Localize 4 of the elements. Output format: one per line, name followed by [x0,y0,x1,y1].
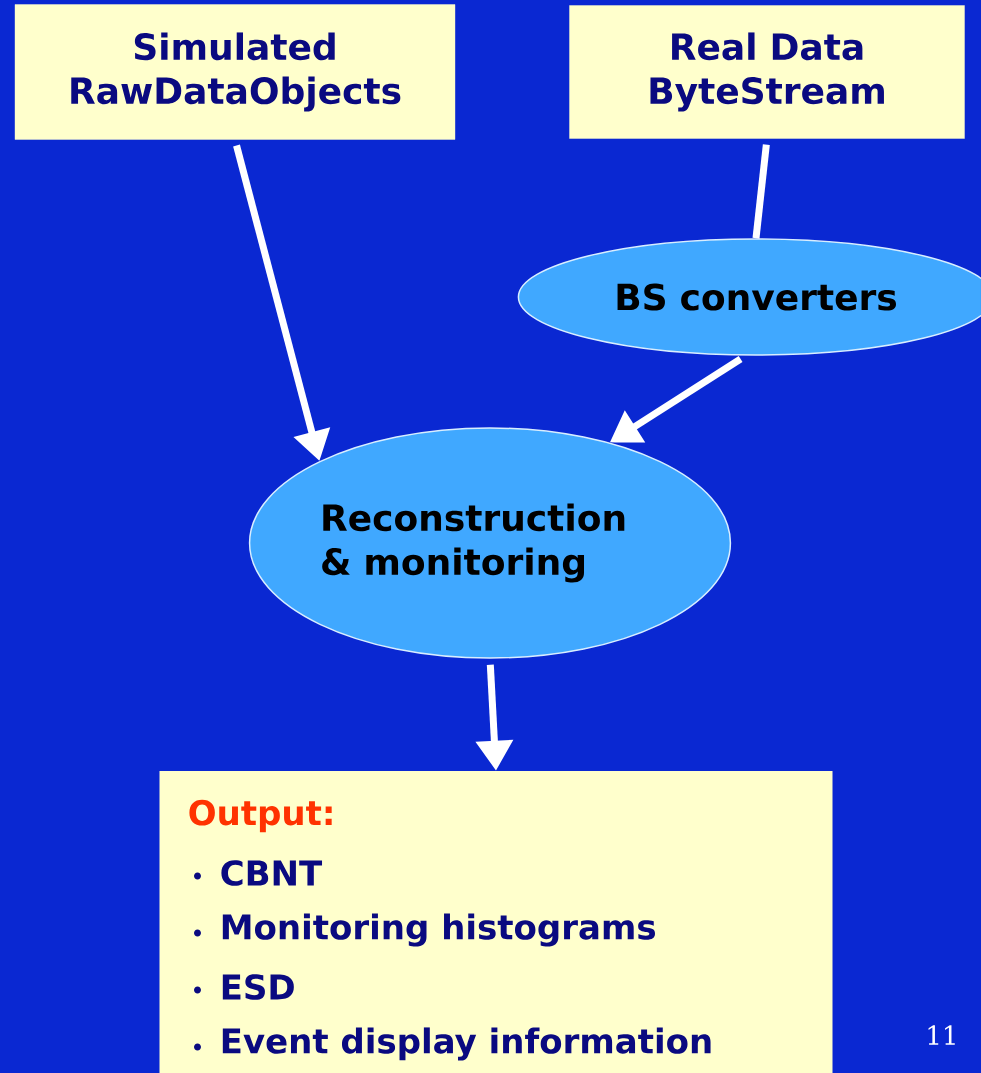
source-box: Real Data ByteStream [569,5,965,139]
output-box: Output: CBNT Monitoring histograms ESD Event display information [159,771,833,1073]
page-number: 11 [928,1025,955,1045]
source-box: Simulated RawDataObjects [14,4,456,140]
